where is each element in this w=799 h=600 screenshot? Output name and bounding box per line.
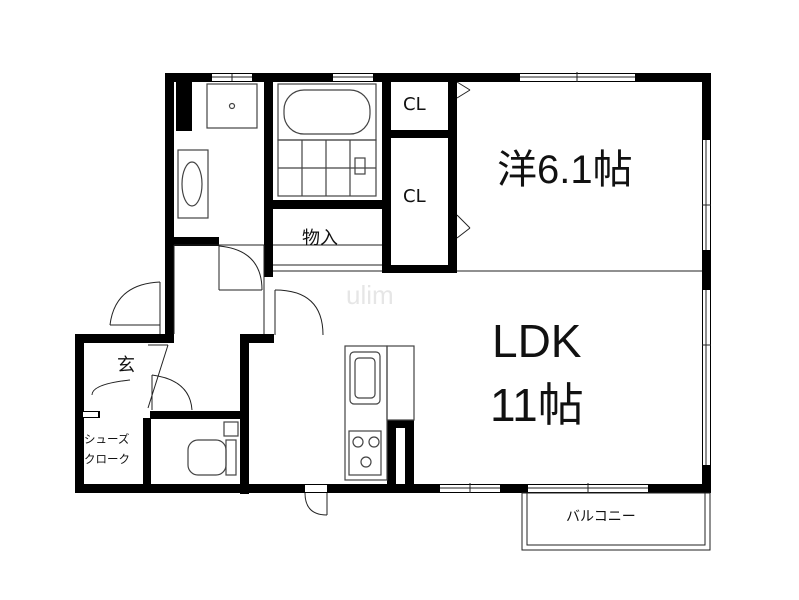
room-label-ldk-size: 11帖 — [490, 379, 584, 431]
toilet — [187, 439, 227, 476]
room-label-closet-2: CL — [403, 186, 426, 207]
wall-hall-left — [165, 237, 174, 342]
room-label-entrance: 玄 — [117, 355, 135, 376]
wall-small-block — [176, 81, 192, 131]
wall-bedroom-stub — [702, 262, 711, 280]
wall-entry-top — [75, 334, 174, 343]
washbasin — [177, 149, 209, 219]
bathtub — [277, 83, 377, 141]
room-label-shoe-closet-line1: シューズ — [84, 432, 130, 446]
wall-right — [702, 73, 711, 492]
room-label-western: 洋6.1帖 — [497, 148, 633, 192]
wall-top — [165, 73, 710, 82]
stove — [348, 430, 382, 476]
room-label-balcony: バルコニー — [566, 509, 636, 525]
room-label-storage: 物入 — [302, 228, 338, 249]
wall-storage-left — [264, 200, 273, 277]
wall-cl-bedroom — [448, 73, 457, 273]
wall-bath-bedroom — [382, 73, 391, 273]
wall-bath-bottom — [264, 200, 391, 209]
washer-pan — [206, 83, 258, 129]
wall-kitchen-stub — [387, 420, 396, 492]
wall-kitchen-cap — [387, 420, 414, 428]
watermark: ulim — [346, 280, 394, 310]
wall-left-upper — [165, 73, 174, 343]
wall-cl-split — [382, 130, 457, 138]
room-label-ldk-name: LDK — [492, 315, 582, 367]
wall-toilet-top — [150, 411, 249, 419]
room-label-closet-1: CL — [403, 94, 426, 115]
wall-storage-bottom — [382, 265, 457, 273]
wall-wash-bottom — [165, 237, 219, 246]
wall-kitchen-stub2 — [405, 420, 414, 492]
wall-hall-right — [240, 334, 274, 343]
wall-toilet-left — [143, 418, 151, 493]
room-label-shoe-closet-line2: クローク — [84, 452, 130, 466]
wall-bath-left — [264, 73, 273, 203]
kitchen-sink — [349, 351, 381, 405]
